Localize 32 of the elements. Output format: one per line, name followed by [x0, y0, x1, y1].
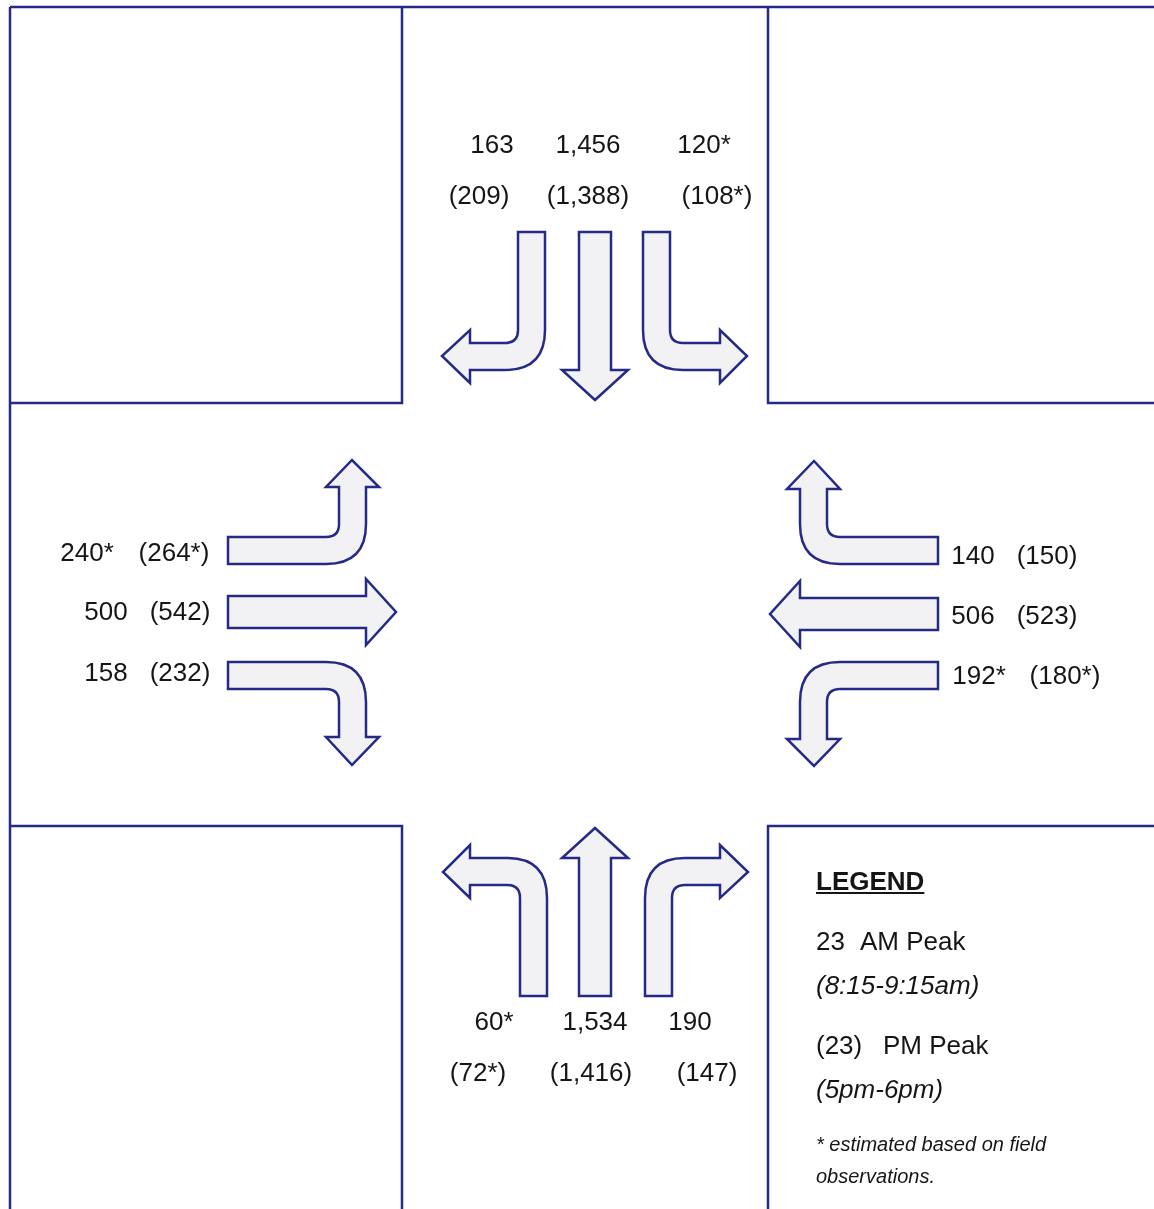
volume-count: 158	[84, 657, 128, 687]
volume-count: 240*	[60, 537, 114, 567]
volume-count: (147)	[676, 1057, 738, 1087]
volume-count: 192*	[952, 660, 1006, 690]
volume-count: 140	[951, 540, 995, 570]
volume-count: (180*)	[1029, 660, 1101, 690]
volume-count: (232)	[149, 657, 211, 687]
volume-count: (72*)	[449, 1057, 507, 1087]
volume-count: (542)	[149, 596, 211, 626]
volume-count: (108*)	[681, 180, 753, 210]
legend-text: 23	[816, 926, 845, 956]
volume-count: 120*	[677, 129, 731, 159]
footnote: * estimated based on field observations.	[816, 1132, 1048, 1189]
volume-count: 163	[470, 129, 514, 159]
volume-count: (209)	[448, 180, 510, 210]
legend-text: AM Peak	[860, 926, 966, 956]
legend-text: (5pm-6pm)	[816, 1074, 944, 1104]
volume-count: 190	[668, 1006, 712, 1036]
volume-count: 60*	[474, 1006, 514, 1036]
volume-count: 1,456	[555, 129, 621, 159]
volume-count: 506	[951, 600, 995, 630]
legend-heading: LEGEND	[816, 866, 925, 896]
volume-count: (150)	[1016, 540, 1078, 570]
legend-text: (23)	[816, 1030, 863, 1060]
volume-count: (264*)	[138, 537, 210, 567]
volume-count: (1,388)	[546, 180, 630, 210]
volume-count: (523)	[1016, 600, 1078, 630]
volume-count: 500	[84, 596, 128, 626]
legend-text: PM Peak	[883, 1030, 989, 1060]
volume-count: 1,534	[562, 1006, 628, 1036]
legend-text: (8:15-9:15am)	[816, 970, 980, 1000]
volume-count: (1,416)	[549, 1057, 633, 1087]
